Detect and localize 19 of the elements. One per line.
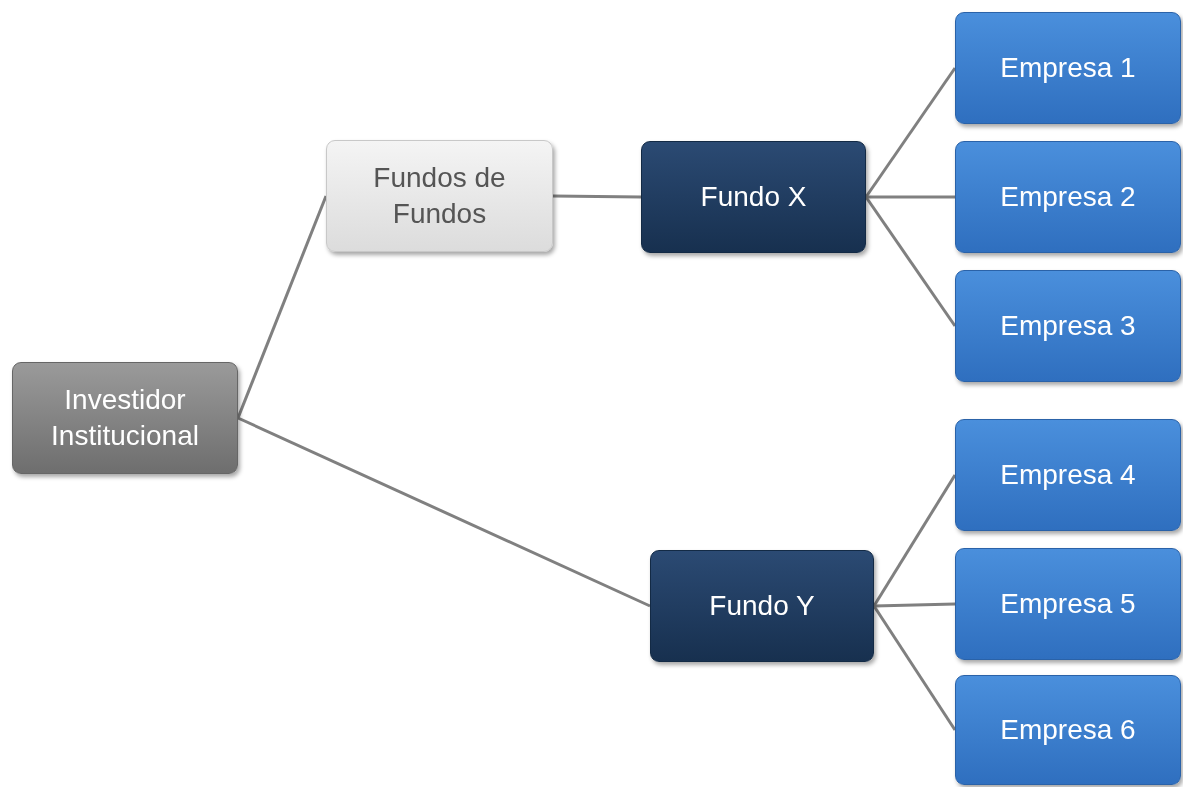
connector-line (864, 196, 957, 327)
company-box: Empresa 3 (955, 270, 1181, 382)
connector-line (872, 474, 957, 607)
connector-line (873, 602, 956, 608)
company-box: Empresa 4 (955, 419, 1181, 531)
fund-box: Fundo Y (650, 550, 874, 662)
company-box: Empresa 1 (955, 12, 1181, 124)
company-box: Empresa 6 (955, 675, 1181, 785)
connector-line (237, 416, 651, 608)
company-box: Empresa 2 (955, 141, 1181, 253)
connector-line (553, 194, 641, 199)
connector-line (236, 195, 328, 419)
connector-line (864, 67, 957, 198)
investor-box: Investidor Institucional (12, 362, 238, 474)
connector-line (866, 195, 955, 199)
fund-box: Fundo X (641, 141, 866, 253)
fund-of-funds-box: Fundos de Fundos (326, 140, 553, 252)
connector-line (872, 605, 957, 731)
company-box: Empresa 5 (955, 548, 1181, 660)
